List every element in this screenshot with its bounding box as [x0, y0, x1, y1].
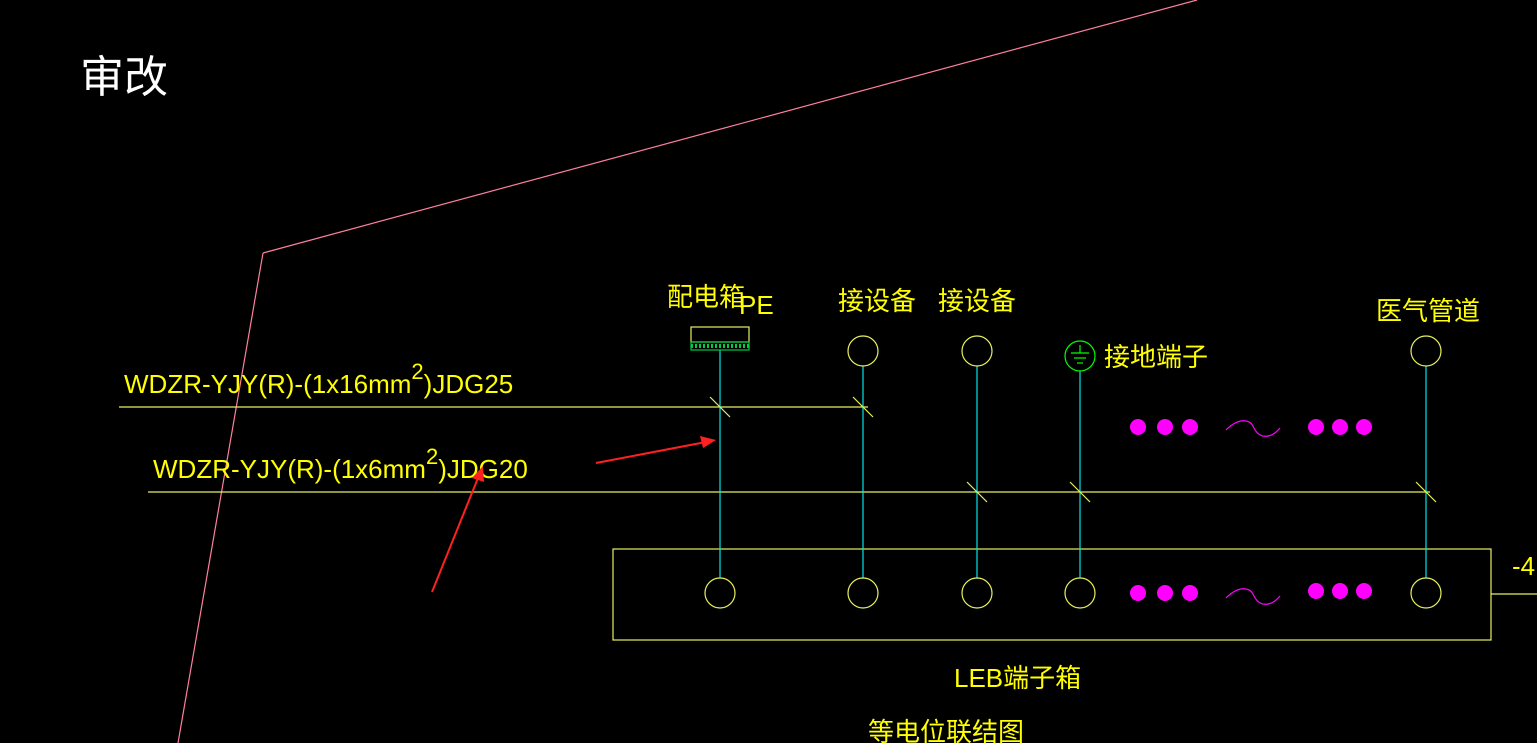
cable-label-6mm: WDZR-YJY(R)-(1x6mm2)JDG20: [153, 444, 528, 484]
red-arrow-icon: [431, 436, 716, 593]
leb-box-label: LEB端子箱: [954, 663, 1081, 693]
equipment-terminal-2[interactable]: [961, 335, 993, 367]
cable-label-16mm: WDZR-YJY(R)-(1x16mm2)JDG25: [124, 359, 513, 399]
leb-terminals: [704, 577, 1442, 609]
revision-title: 审改: [80, 53, 168, 102]
distribution-box-icon[interactable]: [690, 326, 750, 351]
pe-label: PE: [739, 290, 774, 320]
ground-symbol-icon[interactable]: [1064, 340, 1096, 372]
ellipsis-dots-icon: [1130, 419, 1372, 601]
equipment-terminal-1[interactable]: [847, 335, 879, 367]
cable-lines: [119, 406, 1430, 493]
medical-gas-terminal[interactable]: [1410, 335, 1442, 367]
tilde-wave-icon: [1225, 420, 1281, 605]
equipment-label-2: 接设备: [938, 286, 1016, 316]
vertical-conductors: [719, 350, 1427, 578]
ground-terminal-label: 接地端子: [1104, 342, 1208, 372]
top-terminals: [847, 335, 1442, 367]
distribution-box-label: 配电箱: [667, 282, 745, 312]
crossing-ticks: [709, 396, 1437, 503]
edge-label: -4: [1512, 551, 1535, 581]
drawing-border: [177, 0, 1198, 743]
diagram-title: 等电位联结图: [868, 717, 1024, 743]
medical-gas-label: 医气管道: [1376, 296, 1480, 326]
equipment-label-1: 接设备: [838, 286, 916, 316]
